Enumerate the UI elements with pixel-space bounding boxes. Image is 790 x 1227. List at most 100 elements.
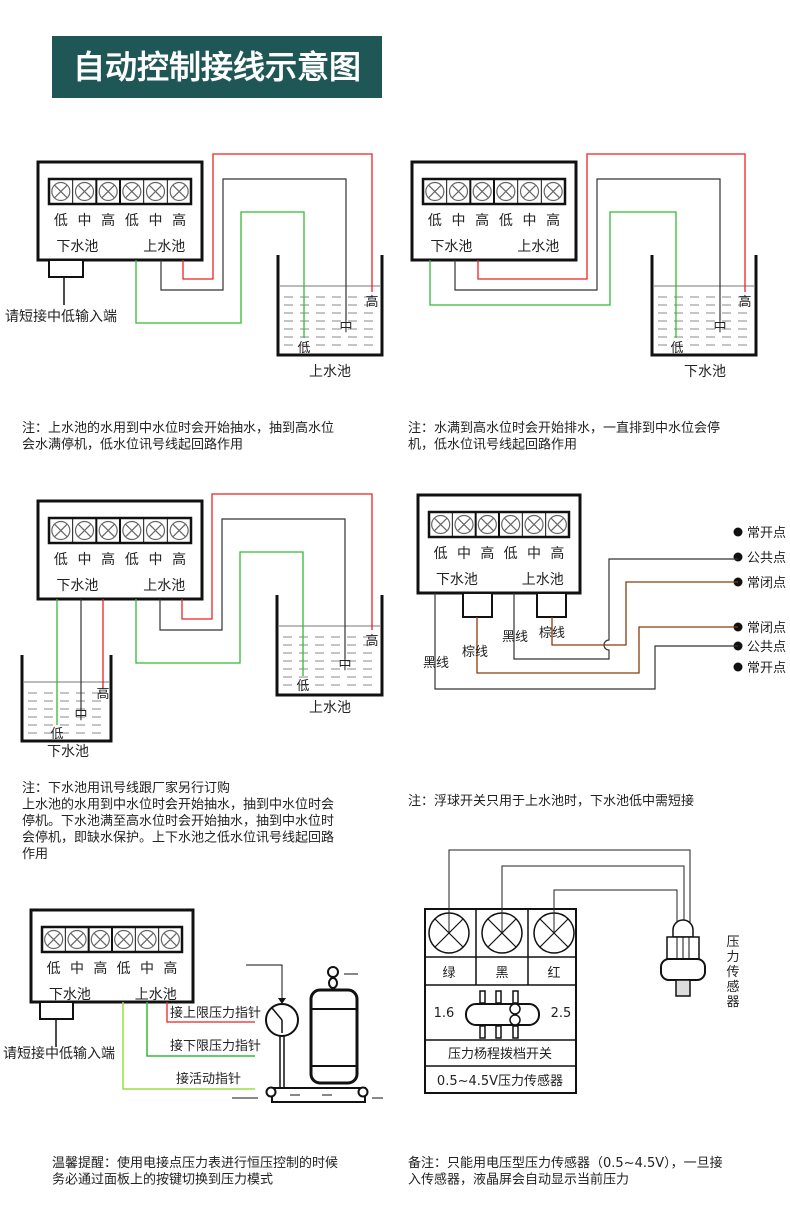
terminal-label: 中 [78,552,92,568]
upper-pool-label: 上水池 [143,239,185,255]
float-switch-lower [462,592,493,618]
note-text: 务必通过面板上的按键切换到压力模式 [52,1172,273,1188]
contact-label: 常闭点 [747,621,786,636]
tank-bands [311,1008,357,1067]
terminal-cross [46,932,61,947]
black-wire [513,558,738,660]
sensor-wire [501,865,685,933]
level-high: 高 [365,633,378,649]
terminal-cross [148,184,163,199]
terminal-cross [70,932,84,947]
contact-label: 公共点 [747,551,786,566]
short-jumper-box [48,259,84,278]
lower-pool-label: 下水池 [430,239,472,255]
terminal-label: 中 [457,546,471,562]
pressure-arrow [246,964,283,1000]
terminal-label: 低 [117,961,131,977]
p1-tank [276,255,384,357]
dip-knob [509,1003,521,1015]
module-grid [425,909,576,1067]
sensor-ridges [676,937,690,959]
contact-label: 常开点 [747,661,786,676]
wire-label: 黑线 [502,630,528,645]
level-low: 低 [50,727,63,742]
terminal-label: 高 [546,212,560,229]
terminal-label: 红 [547,965,560,981]
terminal-label: 中 [523,213,537,229]
valve-icon [328,977,338,989]
lower-pool-label: 下水池 [56,578,98,594]
gauge-needle [271,1007,283,1033]
note-text: 会停机，即缺水保护。上下水池之低水位讯号线起回路 [22,830,334,846]
pipe-joint [265,1086,277,1098]
terminal-label: 低 [54,552,68,568]
terminal-cross [101,184,115,199]
level-low: 低 [670,341,683,356]
note-text: 注：下水池用讯号线跟厂家另行订购 [22,780,230,796]
sensor-range-label: 0.5~4.5V压力传感器 [437,1073,563,1089]
valve-icon [327,966,339,978]
terminal-label: 中 [70,961,84,977]
terminal-cross [457,517,471,532]
note-text: 作用 [22,847,48,862]
note-text: 入传感器，液晶屏会自动显示当前压力 [408,1172,629,1188]
dip-pin [495,1025,502,1039]
sensor-caption: 器 [726,995,739,1010]
dip-pin [479,1025,486,1039]
tank-caption: 上水池 [309,700,351,716]
note-text: 备注：只能用电压型压力传感器（0.5~4.5V），一旦接 [408,1155,723,1171]
terminal-label: 高 [550,545,564,562]
p3-upper-tank [275,595,384,697]
wire-label: 棕线 [462,645,488,660]
terminal-label: 高 [93,960,107,977]
terminal-label: 高 [163,960,177,977]
wire-label: 接上限压力指针 [170,1005,261,1021]
sensor-caption: 传 [726,965,739,980]
black-wire-mid [159,518,346,658]
red-wire-high [182,153,373,292]
note-text: 上水池的水用到中水位时会开始抽水，抽到中水位时会 [22,797,334,813]
terminal-cross [148,523,163,538]
p3-lower-tank [20,655,113,743]
page-title: 自动控制接线示意图 [73,48,361,86]
green-wire-low [135,551,304,676]
terminal-cross [503,517,518,532]
terminal-cross [163,932,178,947]
sensor-caption: 感 [726,979,739,995]
note-text: 会水满停机，低水位讯号线起回路作用 [22,437,243,453]
lightgreen-wire-moving [122,1002,255,1090]
level-high: 高 [96,686,109,702]
range-low-label: 1.6 [434,1006,455,1021]
dip-knob [509,1014,521,1026]
sensor-caption: 压 [726,935,739,950]
note-text: 停机。下水池满至高水位时会开始抽水，抽到中水位时 [22,813,334,829]
level-mid: 中 [74,708,87,723]
level-low: 低 [297,341,310,356]
red-wire-high [477,153,746,292]
terminal-label: 中 [527,546,541,562]
wire-label: 棕线 [539,626,565,641]
brown-wire [551,581,738,646]
wire-label: 黑线 [423,656,449,671]
terminal-label: 低 [434,546,448,562]
terminal-label: 高 [475,212,489,229]
p5-controller-box [29,908,195,1004]
red-wire-upper-limit [166,1002,255,1023]
terminal-cross [475,184,489,199]
p2-tank [650,255,758,357]
note-text: 温馨提醒：使用电接点压力表进行恒压控制的时候 [52,1155,338,1171]
level-mid: 中 [338,658,351,673]
contact-dot-icon [733,662,743,672]
terminal-label: 高 [101,551,115,568]
dip-pin [512,1025,519,1039]
tank-caption: 上水池 [309,364,351,380]
lower-pool-label: 下水池 [49,987,91,1003]
terminal-cross [77,523,92,538]
contact-dot-icon [733,527,743,537]
terminal-label: 高 [480,545,494,562]
terminal-label: 低 [125,552,139,568]
terminal-label: 低 [47,961,61,977]
short-jumper-box [39,1001,74,1020]
terminal-label: 中 [149,213,163,229]
